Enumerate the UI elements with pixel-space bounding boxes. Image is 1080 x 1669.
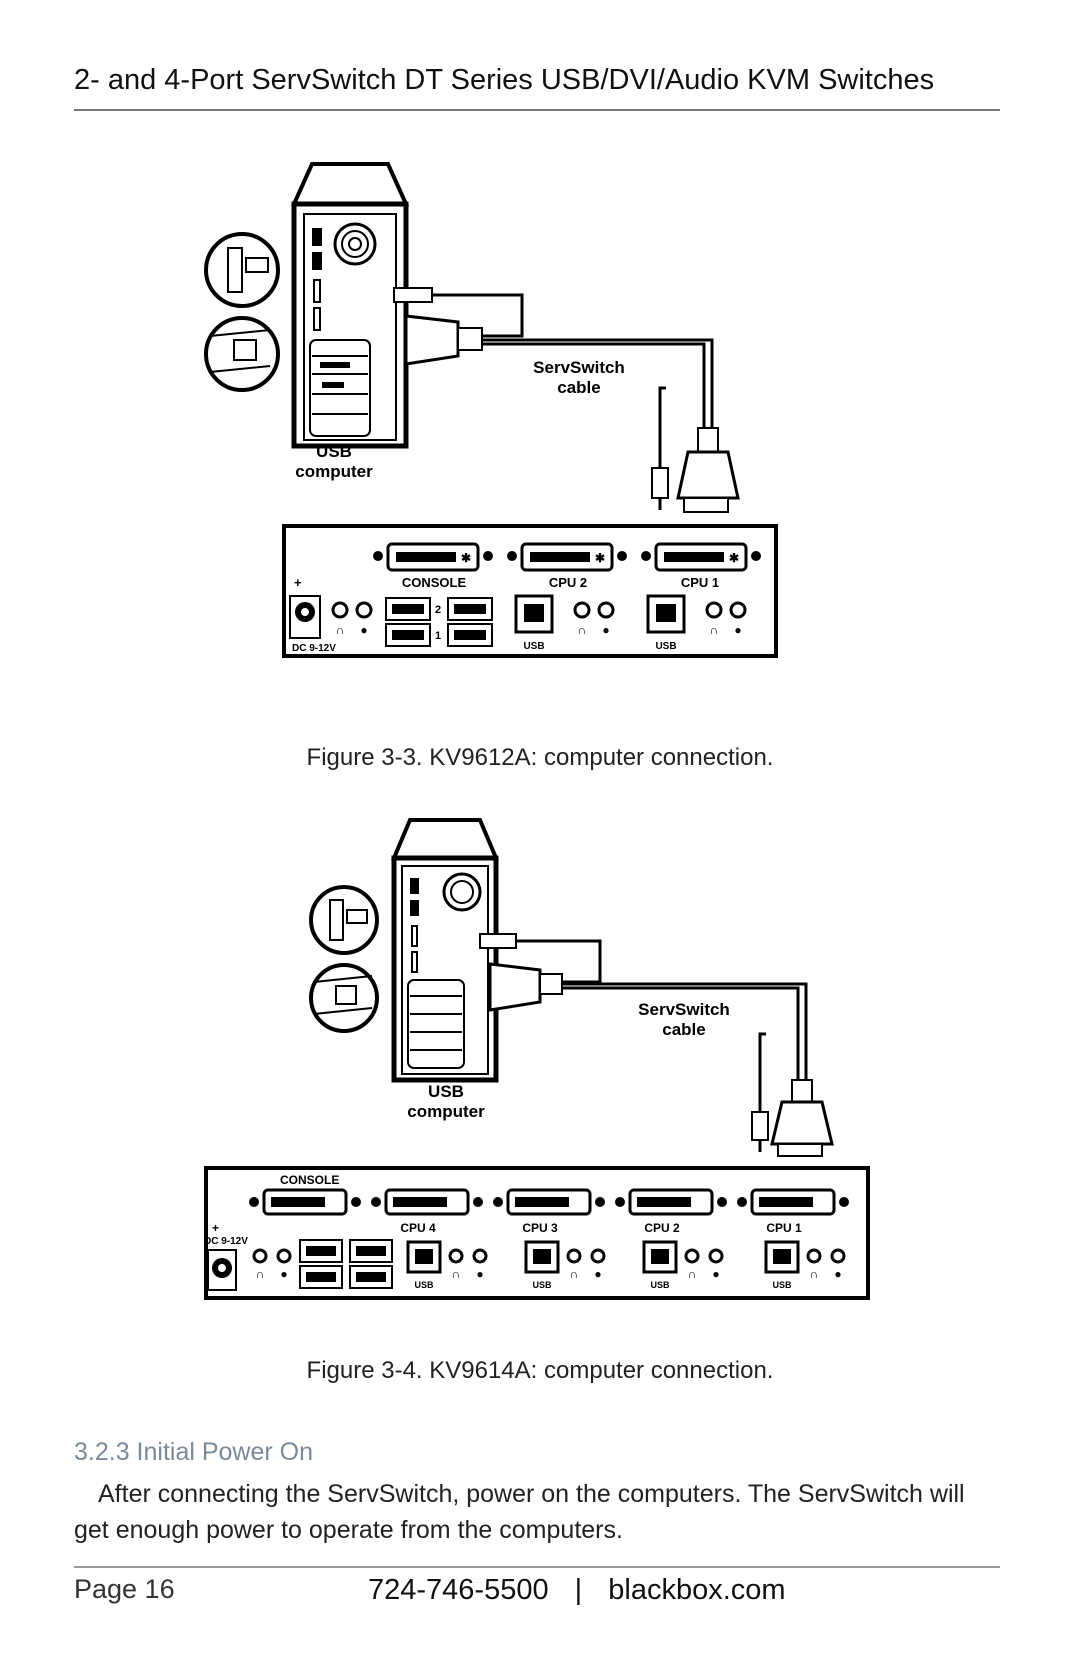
label-dc: DC 9-12V bbox=[204, 1236, 248, 1247]
label-cpu3: CPU 3 bbox=[522, 1221, 558, 1235]
label-console: CONSOLE bbox=[402, 575, 467, 590]
page-header: 2- and 4-Port ServSwitch DT Series USB/D… bbox=[74, 64, 1000, 111]
figure-kv9614a: ServSwitch cable USB computer CONSOLE bbox=[200, 816, 880, 1306]
dvi-port-detail-icon bbox=[309, 963, 379, 1033]
svg-text:●: ● bbox=[280, 1267, 287, 1281]
usb-b-cpu2-label: USB bbox=[650, 1280, 670, 1290]
power-symbol: + bbox=[294, 575, 302, 590]
cable-label-1: ServSwitch bbox=[533, 358, 625, 377]
svg-text:∩: ∩ bbox=[256, 1267, 265, 1281]
usb-port-detail-icon bbox=[309, 885, 379, 955]
dvi-port-detail-icon bbox=[204, 316, 280, 392]
servswitch-cable bbox=[393, 287, 740, 513]
servswitch-cable bbox=[479, 933, 834, 1157]
section-title: 3.2.3 Initial Power On bbox=[74, 1438, 314, 1466]
dvi-connector-cpu1: ✱ bbox=[641, 542, 761, 572]
cable-label-1: ServSwitch bbox=[638, 1000, 730, 1019]
label-cpu2: CPU 2 bbox=[549, 575, 587, 590]
section-body: After connecting the ServSwitch, power o… bbox=[74, 1480, 965, 1544]
label-console: CONSOLE bbox=[280, 1173, 339, 1187]
footer-contact: 724-746-5500 | blackbox.com bbox=[368, 1574, 786, 1607]
label-cpu1: CPU 1 bbox=[681, 575, 719, 590]
kvm-switch-rear-panel: ✱ ✱ ✱ + CONSOLE CPU 2 CPU 1 bbox=[282, 524, 778, 658]
header-title: 2- and 4-Port ServSwitch DT Series USB/D… bbox=[74, 64, 935, 96]
figure-2-caption: Figure 3-4. KV9614A: computer connection… bbox=[306, 1357, 774, 1384]
computer-label-1: USB bbox=[428, 1082, 464, 1101]
dvi-connector-console: ✱ bbox=[373, 542, 493, 572]
dvi-connector-cpu2: ✱ bbox=[507, 542, 627, 572]
svg-text:∩: ∩ bbox=[570, 1267, 579, 1281]
kvm-switch-rear-panel: CONSOLE bbox=[204, 1166, 870, 1300]
power-symbol: + bbox=[212, 1221, 219, 1235]
computer-label-2: computer bbox=[295, 462, 373, 481]
usb-b-cpu4-label: USB bbox=[414, 1280, 434, 1290]
svg-text:∩: ∩ bbox=[452, 1267, 461, 1281]
footer-separator: | bbox=[574, 1574, 583, 1606]
cable-label-2: cable bbox=[662, 1020, 705, 1039]
label-dc: DC 9-12V bbox=[292, 643, 336, 654]
svg-text:∩: ∩ bbox=[810, 1267, 819, 1281]
usb-b-cpu1-label: USB bbox=[655, 641, 676, 652]
computer-label-1: USB bbox=[316, 442, 352, 461]
svg-text:●: ● bbox=[360, 623, 367, 637]
svg-text:✱: ✱ bbox=[729, 551, 739, 565]
svg-text:●: ● bbox=[594, 1267, 601, 1281]
svg-text:∩: ∩ bbox=[710, 623, 719, 637]
phone-number: 724-746-5500 bbox=[368, 1574, 549, 1606]
cable-label-2: cable bbox=[557, 378, 600, 397]
usb-port-2-label: 2 bbox=[435, 604, 441, 616]
svg-text:∩: ∩ bbox=[336, 623, 345, 637]
svg-text:●: ● bbox=[834, 1267, 841, 1281]
figure-kv9612a: ServSwitch cable USB computer ✱ ✱ bbox=[200, 160, 840, 700]
usb-port-1-label: 1 bbox=[435, 630, 441, 642]
computer-label-2: computer bbox=[407, 1102, 485, 1121]
svg-text:✱: ✱ bbox=[461, 551, 471, 565]
computer-tower-icon bbox=[390, 818, 500, 1083]
page-number: Page 16 bbox=[74, 1574, 175, 1604]
figure-1-caption: Figure 3-3. KV9612A: computer connection… bbox=[306, 744, 774, 771]
usb-b-cpu1-label: USB bbox=[772, 1280, 792, 1290]
usb-b-cpu3-label: USB bbox=[532, 1280, 552, 1290]
svg-text:●: ● bbox=[712, 1267, 719, 1281]
svg-text:●: ● bbox=[734, 623, 741, 637]
svg-text:∩: ∩ bbox=[578, 623, 587, 637]
footer-divider bbox=[74, 1566, 1000, 1568]
website-link[interactable]: blackbox.com bbox=[608, 1574, 786, 1606]
svg-text:✱: ✱ bbox=[595, 551, 605, 565]
computer-tower-icon bbox=[290, 162, 410, 449]
label-cpu1: CPU 1 bbox=[766, 1221, 802, 1235]
usb-port-detail-icon bbox=[204, 232, 280, 308]
svg-text:●: ● bbox=[476, 1267, 483, 1281]
label-cpu4: CPU 4 bbox=[400, 1221, 436, 1235]
svg-text:∩: ∩ bbox=[688, 1267, 697, 1281]
svg-text:●: ● bbox=[602, 623, 609, 637]
usb-b-cpu2-label: USB bbox=[523, 641, 544, 652]
label-cpu2: CPU 2 bbox=[644, 1221, 680, 1235]
